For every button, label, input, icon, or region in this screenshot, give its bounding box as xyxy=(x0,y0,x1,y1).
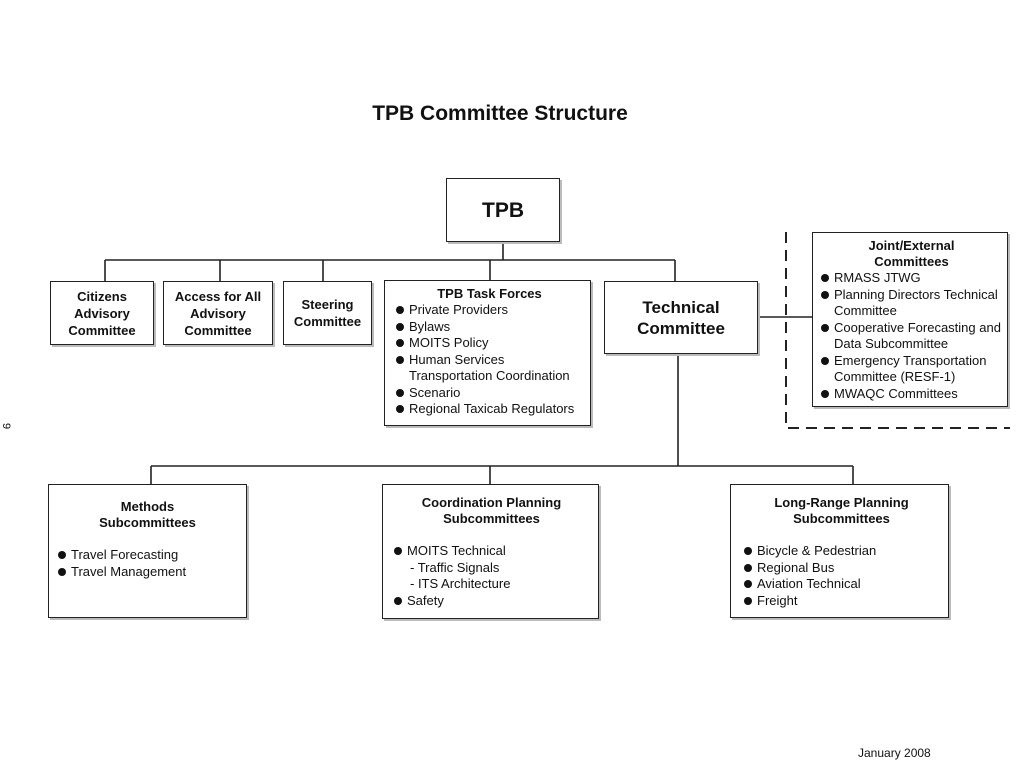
long-range-planning-box: Long-Range Planning Subcommittees Bicycl… xyxy=(730,484,949,618)
list-item: - ITS Architecture xyxy=(410,576,511,591)
joint-external-heading: Joint/External Committees xyxy=(868,238,955,269)
list-item: MWAQC Committees xyxy=(820,386,1003,403)
list-item: Private Providers xyxy=(395,302,584,319)
footer-date: January 2008 xyxy=(858,746,931,760)
technical-committee-label: Technical Committee xyxy=(637,297,725,338)
access-for-all-label: Access for All Advisory Committee xyxy=(174,288,262,338)
coordination-planning-box: Coordination Planning Subcommittees MOIT… xyxy=(382,484,599,619)
tpb-box: TPB xyxy=(446,178,560,242)
joint-external-list: RMASS JTWG Planning Directors Technical … xyxy=(820,270,1003,402)
technical-committee-box: Technical Committee xyxy=(604,281,758,354)
coordination-planning-list: MOITS Technical - Traffic Signals - ITS … xyxy=(393,543,590,609)
access-for-all-box: Access for All Advisory Committee xyxy=(163,281,273,345)
list-item: Bylaws xyxy=(395,319,584,336)
list-item: Freight xyxy=(743,593,940,610)
methods-list: Travel Forecasting Travel Management xyxy=(57,547,238,580)
tpb-label: TPB xyxy=(482,198,524,222)
methods-box: Methods Subcommittees Travel Forecasting… xyxy=(48,484,247,618)
list-item: Safety xyxy=(393,593,590,610)
long-range-planning-list: Bicycle & Pedestrian Regional Bus Aviati… xyxy=(743,543,940,609)
list-item: Cooperative Forecasting and Data Subcomm… xyxy=(820,320,1003,353)
page-title: TPB Committee Structure xyxy=(372,102,628,125)
task-forces-box: TPB Task Forces Private Providers Bylaws… xyxy=(384,280,591,426)
citizens-advisory-box: Citizens Advisory Committee xyxy=(50,281,154,345)
list-item: Travel Forecasting xyxy=(57,547,238,564)
list-item: Travel Management xyxy=(57,564,238,581)
citizens-advisory-label: Citizens Advisory Committee xyxy=(68,288,136,338)
dashed-boundary xyxy=(785,232,1010,429)
list-item: Human Services Transportation Coordinati… xyxy=(395,352,584,385)
joint-external-box: Joint/External Committees RMASS JTWG Pla… xyxy=(812,232,1008,407)
task-forces-heading: TPB Task Forces xyxy=(437,286,542,301)
list-item: Bicycle & Pedestrian xyxy=(743,543,940,560)
list-item: Planning Directors Technical Committee xyxy=(820,287,1003,320)
list-item: Emergency Transportation Committee (RESF… xyxy=(820,353,1003,386)
list-item: Scenario xyxy=(395,385,584,402)
steering-box: Steering Committee xyxy=(283,281,372,345)
list-item: RMASS JTWG xyxy=(820,270,1003,287)
coordination-planning-heading: Coordination Planning Subcommittees xyxy=(421,495,562,526)
list-item: MOITS Technical xyxy=(393,543,590,560)
list-item: MOITS Policy xyxy=(395,335,584,352)
methods-heading: Methods Subcommittees xyxy=(99,499,196,530)
list-item: Aviation Technical xyxy=(743,576,940,593)
task-forces-list: Private Providers Bylaws MOITS Policy Hu… xyxy=(395,302,584,418)
list-item: Regional Taxicab Regulators xyxy=(395,401,584,418)
list-item: Regional Bus xyxy=(743,560,940,577)
list-item: - Traffic Signals xyxy=(410,559,500,575)
long-range-planning-heading: Long-Range Planning Subcommittees xyxy=(774,495,909,526)
steering-label: Steering Committee xyxy=(293,297,362,329)
